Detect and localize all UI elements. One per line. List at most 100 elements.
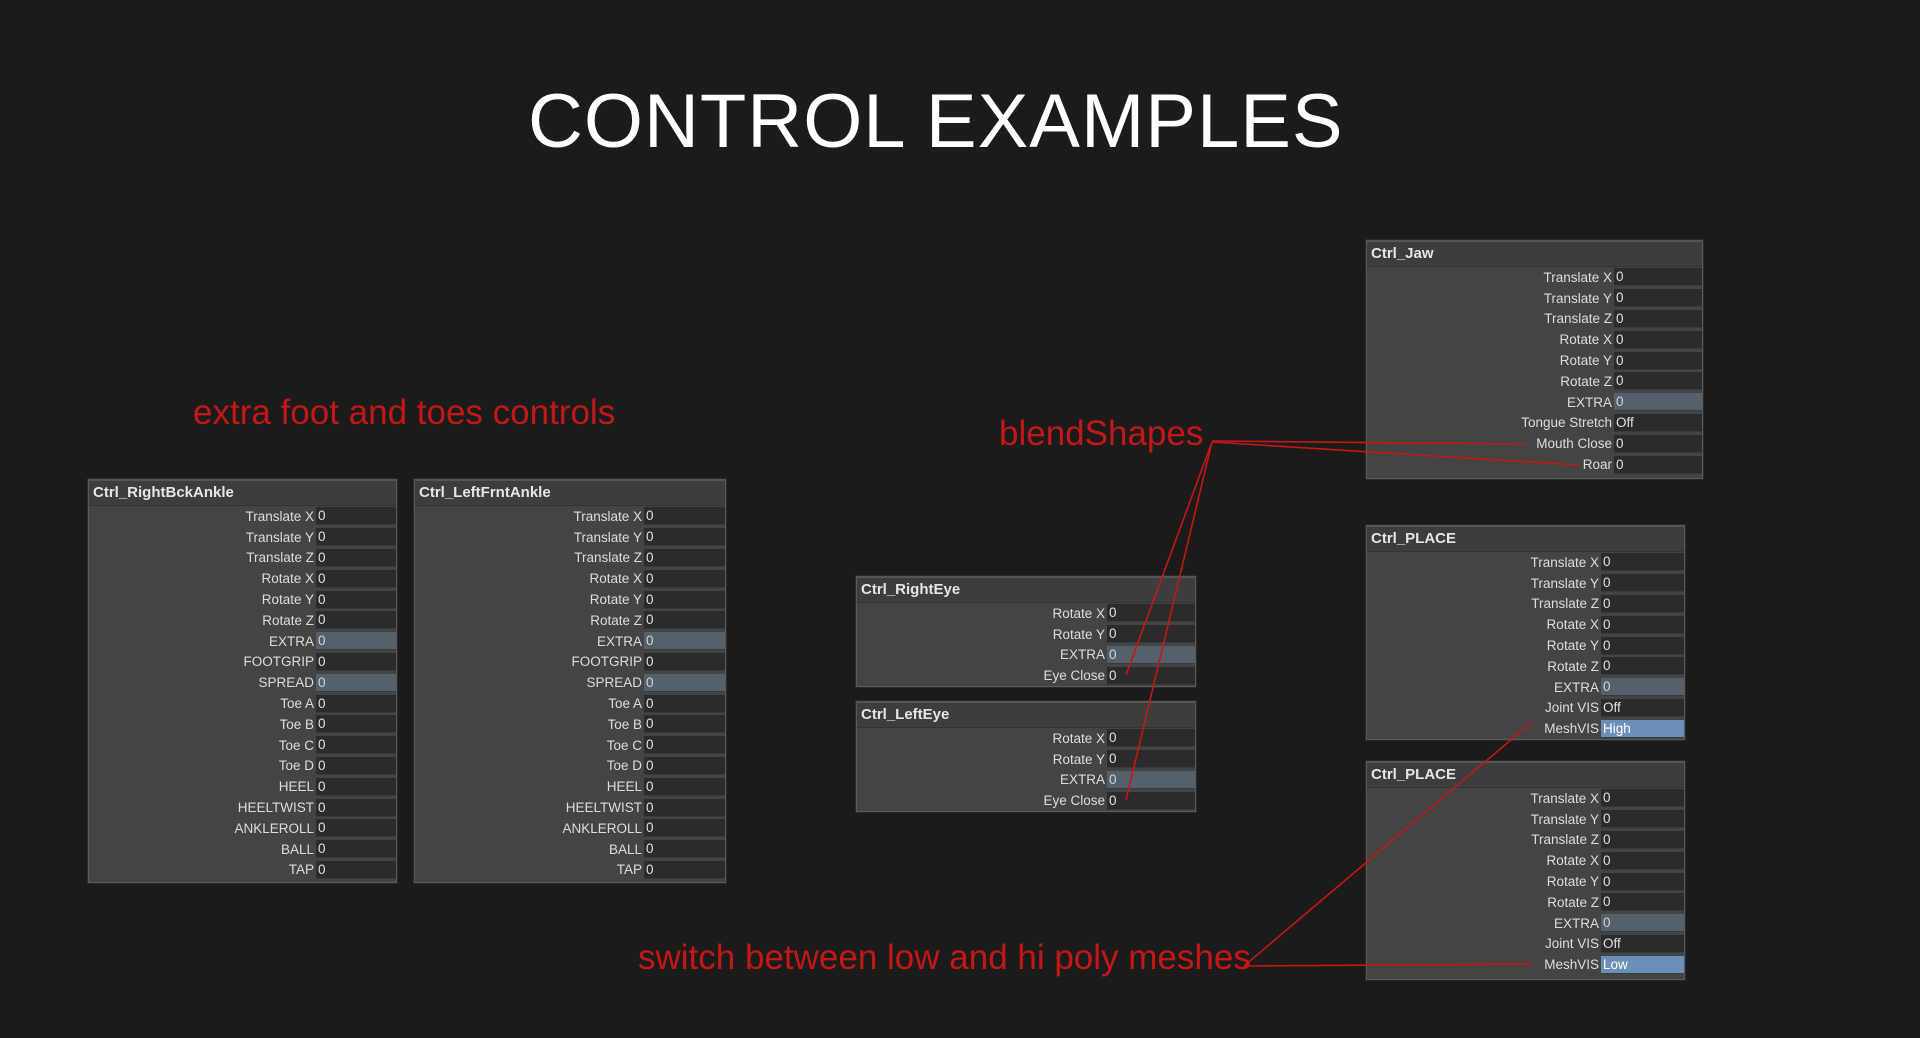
channel-value-field[interactable]: 0 [1601,657,1684,676]
channel-value-field[interactable]: 0 [644,798,725,817]
channel-value-field[interactable]: 0 [1107,729,1195,748]
channel-value-field[interactable]: 0 [316,590,396,609]
channel-value-field[interactable]: 0 [316,777,396,796]
channel-value-field[interactable]: 0 [1601,893,1684,912]
channel-value-field[interactable]: 0 [644,736,725,755]
channel-value-field[interactable]: 0 [316,736,396,755]
channel-value-field[interactable]: 0 [1107,625,1195,644]
channel-value-field[interactable]: 0 [1601,830,1684,849]
channel-value-field[interactable]: 0 [316,694,396,713]
channel-value-field[interactable]: 0 [1614,455,1702,474]
channel-value-field[interactable]: 0 [644,569,725,588]
channel-value-field[interactable]: 0 [644,590,725,609]
channel-value-field[interactable]: 0 [1107,770,1195,789]
channel-value-field[interactable]: 0 [1601,810,1684,829]
channel-value-field[interactable]: 0 [1107,750,1195,769]
channel-value-field[interactable]: 0 [316,528,396,547]
channel-value-field[interactable]: 0 [1601,553,1684,572]
channel-value-field[interactable]: 0 [644,548,725,567]
channel-value-field[interactable]: 0 [316,756,396,775]
channel-value-field[interactable]: 0 [644,756,725,775]
channel-value-field[interactable]: High [1601,719,1684,738]
channel-value-field[interactable]: 0 [644,652,725,671]
channel-value-field[interactable]: 0 [644,507,725,526]
channel-value-field[interactable]: 0 [316,819,396,838]
channel-value-field[interactable]: 0 [644,860,725,879]
channel-value-field[interactable]: Low [1601,955,1684,974]
channel-value-field[interactable]: 0 [1601,789,1684,808]
channel-value-field[interactable]: 0 [1601,636,1684,655]
channel-value-field[interactable]: 0 [1614,434,1702,453]
channel-value-field[interactable]: 0 [316,507,396,526]
channel-value-field[interactable]: 0 [1614,289,1702,308]
channel-value-field[interactable]: 0 [644,611,725,630]
channel-value-field[interactable]: 0 [316,611,396,630]
channel-value-field[interactable]: 0 [316,673,396,692]
channel-value-field[interactable]: 0 [316,548,396,567]
channel-value-field[interactable]: 0 [1614,330,1702,349]
channel-value-field[interactable]: 0 [1601,594,1684,613]
channel-value-field[interactable]: 0 [316,715,396,734]
channel-value-field[interactable]: Off [1601,934,1684,953]
channel-value-field[interactable]: 0 [644,632,725,651]
channel-value-field[interactable]: 0 [1601,574,1684,593]
channel-value-field[interactable]: 0 [1614,372,1702,391]
channel-value-field[interactable]: 0 [644,819,725,838]
channel-value-field[interactable]: 0 [1601,851,1684,870]
channel-value-field[interactable]: 0 [1614,309,1702,328]
channel-value-field[interactable]: 0 [316,840,396,859]
channel-value-field[interactable]: 0 [1601,615,1684,634]
channel-value-field[interactable]: Off [1614,413,1702,432]
channel-value-field[interactable]: Off [1601,698,1684,717]
channel-value-field[interactable]: 0 [644,840,725,859]
